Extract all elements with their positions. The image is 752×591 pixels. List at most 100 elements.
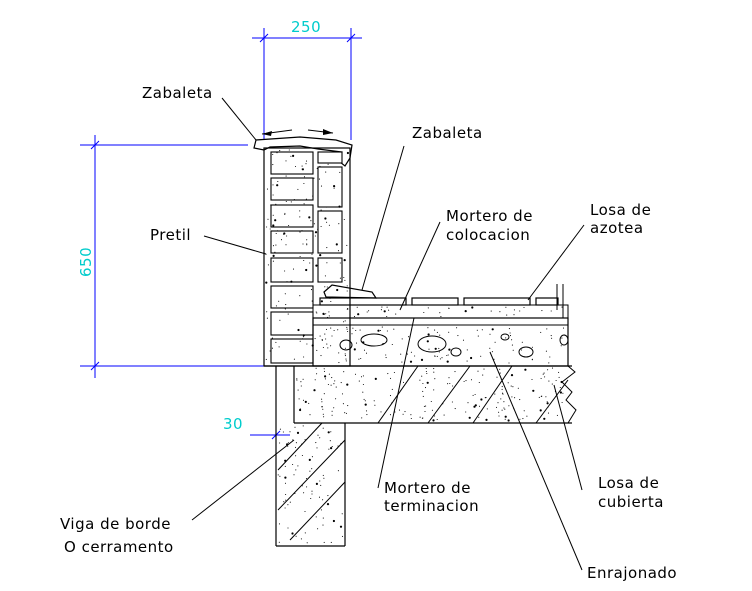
stipple-dot (449, 382, 451, 385)
stipple-dot (321, 339, 323, 342)
stipple-dot (381, 306, 383, 308)
stipple-dot (379, 329, 382, 332)
stipple-dot (476, 329, 478, 331)
stipple-dot (338, 362, 340, 364)
stipple-dot (559, 391, 563, 394)
stipple-dot (481, 329, 483, 331)
stipple-dot (509, 332, 511, 334)
beam-and-wall (264, 365, 577, 547)
stipple-dot (404, 411, 406, 413)
stipple-dot (316, 373, 318, 375)
stipple-dot (315, 311, 317, 313)
stipple-dot (302, 425, 304, 427)
stipple-dot (420, 358, 424, 361)
stipple-dot (316, 447, 318, 449)
stipple-dot (511, 396, 513, 398)
stipple-dot (299, 295, 301, 297)
stipple-dot (317, 528, 319, 530)
stipple-dot (489, 333, 491, 335)
stipple-dot (523, 410, 525, 412)
stipple-dot (558, 376, 560, 378)
stipple-dot (422, 382, 424, 385)
stipple-dot (342, 403, 344, 405)
stipple-dot (446, 354, 448, 357)
stipple-dot (335, 386, 337, 388)
stipple-dot (485, 418, 488, 421)
stipple-dot (434, 415, 436, 417)
stipple-dot (305, 477, 308, 480)
stipple-dot (318, 496, 321, 498)
stipple-dot (451, 401, 453, 403)
stipple-dot (302, 334, 305, 337)
stipple-dot (422, 395, 424, 397)
stipple-dot (356, 306, 358, 308)
stipple-dot (393, 328, 395, 330)
stipple-dot (285, 499, 287, 501)
stipple-dot (344, 320, 346, 322)
stipple-dot (328, 448, 330, 450)
stipple-dot (360, 357, 362, 360)
stipple-dot (393, 371, 395, 374)
stipple-dot (343, 259, 346, 262)
stipple-dot (501, 386, 503, 388)
stipple-dot (436, 418, 438, 421)
stipple-dot (358, 358, 360, 360)
stipple-dot (322, 427, 324, 429)
stipple-dot (501, 392, 504, 394)
stipple-dot (288, 224, 290, 227)
stipple-dot (452, 385, 454, 387)
stipple-dot (501, 388, 503, 390)
stipple-dot (339, 277, 341, 279)
stipple-dot (327, 431, 330, 434)
stipple-dot (310, 220, 312, 222)
stipple-dot (283, 501, 285, 503)
stipple-dot (290, 280, 293, 283)
stipple-dot (508, 405, 510, 407)
stipple-dot (424, 410, 426, 413)
stipple-dot (352, 327, 354, 329)
stipple-dot (290, 201, 292, 203)
stipple-dot (531, 346, 533, 348)
stipple-dot (512, 386, 514, 388)
stipple-dot (510, 385, 512, 387)
stipple-dot (297, 389, 299, 391)
stipple-dot (272, 194, 274, 196)
stipple-dot (477, 335, 479, 337)
stipple-dot (272, 164, 274, 166)
stipple-dot (343, 276, 345, 279)
stipple-dot (284, 465, 286, 467)
stipple-dot (380, 411, 382, 413)
stipple-dot (289, 501, 291, 503)
stipple-dot (337, 329, 339, 331)
stipple-dot (517, 387, 519, 389)
stipple-dot (288, 149, 290, 151)
stipple-dot (383, 343, 385, 345)
leader-lines (191, 97, 585, 571)
stipple-dot (474, 393, 476, 396)
stipple-dot (478, 405, 481, 407)
stipple-dot (328, 373, 330, 375)
stipple-dot (322, 499, 324, 501)
stipple-dot (301, 338, 303, 340)
stipple-dot (364, 400, 366, 402)
stipple-dot (293, 199, 295, 201)
stipple-dot (401, 361, 403, 363)
stipple-dot (347, 308, 349, 310)
stipple-dot (547, 406, 549, 408)
stipple-dot (401, 338, 403, 340)
stipple-dot (366, 414, 368, 416)
stipple-dot (466, 349, 468, 351)
stipple-dot (331, 410, 333, 412)
stipple-dot (339, 297, 341, 299)
stipple-dot (303, 182, 305, 185)
stipple-dot (456, 327, 458, 329)
stipple-dot (290, 155, 292, 157)
stipple-dot (331, 377, 333, 379)
stipple-dot (504, 408, 506, 410)
stipple-dot (484, 397, 486, 399)
stipple-dot (480, 398, 483, 401)
stipple-dot (467, 402, 469, 404)
stipple-dot (331, 414, 333, 416)
concrete-stipple (265, 149, 566, 544)
stipple-dot (265, 358, 267, 360)
